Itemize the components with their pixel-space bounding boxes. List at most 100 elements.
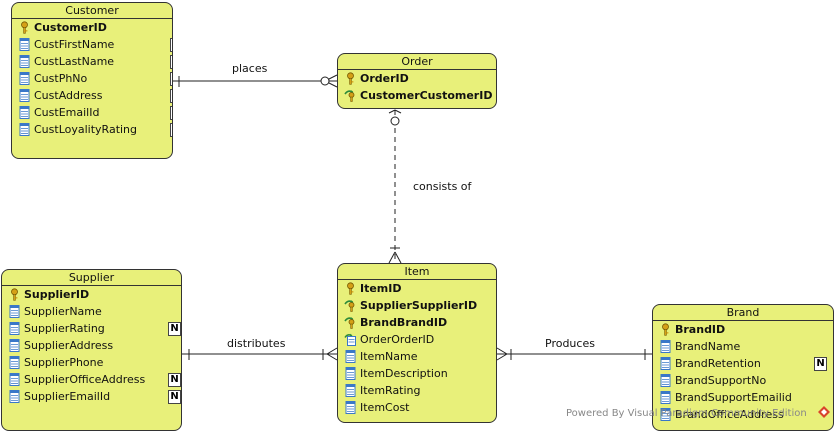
entity-column-row[interactable]: OrderOrderID (338, 331, 496, 348)
primary-key-icon (21, 21, 28, 34)
column-name: BrandSupportEmailid (675, 391, 792, 404)
entity-column-row[interactable]: SupplierName (2, 303, 181, 320)
column-icon (19, 38, 30, 51)
column-icon (9, 339, 20, 352)
column-name: CustLastName (34, 55, 115, 68)
column-name: BrandRetention (675, 357, 761, 370)
column-icon (660, 374, 671, 387)
entity-column-row[interactable]: BrandName (653, 338, 833, 355)
entity-column-row[interactable]: SupplierSupplierID (338, 297, 496, 314)
entity-title: Brand (653, 305, 833, 321)
column-name: CustEmailId (34, 106, 100, 119)
column-name: OrderOrderID (360, 333, 435, 346)
column-name: SupplierOfficeAddress (24, 373, 146, 386)
entity-column-row[interactable]: BrandRetention N (653, 355, 833, 372)
nullable-badge: N (170, 55, 172, 69)
column-list: CustomerIDCustFirstNameNCustLastNameNCus… (12, 19, 172, 138)
column-name: BrandSupportNo (675, 374, 767, 387)
column-name: ItemDescription (360, 367, 448, 380)
entity-column-row[interactable]: ItemDescription (338, 365, 496, 382)
column-name: BrandID (675, 323, 726, 336)
column-name: CustLoyalityRating (34, 123, 138, 136)
column-name: CustomerID (34, 21, 107, 34)
column-icon (660, 357, 671, 370)
nullable-badge: N (168, 322, 181, 336)
column-name: SupplierID (24, 288, 90, 301)
column-name: CustFirstName (34, 38, 115, 51)
column-icon (660, 408, 671, 421)
powered-by-footer: Powered By Visual Paradigm Community Edi… (566, 408, 807, 419)
column-name: SupplierRating (24, 322, 105, 335)
entity-title: Customer (12, 3, 172, 19)
nullable-badge: N (170, 89, 172, 103)
column-name: BrandBrandID (360, 316, 448, 329)
entity-column-row[interactable]: SupplierPhone (2, 354, 181, 371)
column-icon (9, 305, 20, 318)
entity-column-row[interactable]: BrandBrandID (338, 314, 496, 331)
column-name: SupplierEmailId (24, 390, 111, 403)
primary-key-icon (347, 282, 354, 295)
entity-column-row[interactable]: SupplierRating N (2, 320, 181, 337)
nullable-badge: N (170, 38, 172, 52)
column-icon (660, 340, 671, 353)
column-name: BrandName (675, 340, 741, 353)
column-name: CustomerCustomerID (360, 89, 493, 102)
column-icon (9, 373, 20, 386)
column-name: OrderID (360, 72, 409, 85)
nullable-badge: N (170, 123, 172, 137)
column-name: ItemRating (360, 384, 421, 397)
column-icon (9, 390, 20, 403)
column-icon (660, 391, 671, 404)
entity-column-row[interactable]: SupplierAddress (2, 337, 181, 354)
column-icon (345, 367, 356, 380)
entity-column-row[interactable]: ItemName (338, 348, 496, 365)
entity-column-row[interactable]: BrandSupportEmailid (653, 389, 833, 406)
column-list: OrderID CustomerCustomerID (338, 70, 496, 104)
entity-column-row[interactable]: CustLoyalityRating N (12, 121, 172, 138)
foreign-key-icon (344, 90, 355, 102)
column-name: SupplierSupplierID (360, 299, 478, 312)
column-icon (19, 106, 30, 119)
entity-column-row[interactable]: CustomerCustomerID (338, 87, 496, 104)
entity-order[interactable]: Order OrderID CustomerCustomerID (337, 53, 497, 109)
entity-column-row[interactable]: ItemRating (338, 382, 496, 399)
entity-column-row[interactable]: CustEmailIdN (12, 104, 172, 121)
entity-column-row[interactable]: BrandID (653, 321, 833, 338)
column-icon (345, 384, 356, 397)
column-name: CustAddress (34, 89, 103, 102)
foreign-column-icon (344, 333, 356, 346)
places-label: places (232, 62, 268, 75)
column-icon (19, 55, 30, 68)
entity-title: Order (338, 54, 496, 70)
entity-column-row[interactable]: ItemID (338, 280, 496, 297)
entity-column-row[interactable]: CustLastName N (12, 53, 172, 70)
entity-customer[interactable]: Customer CustomerIDCustFirstNameNCustLas… (11, 2, 173, 159)
entity-column-row[interactable]: ItemCost (338, 399, 496, 416)
entity-title: Supplier (2, 270, 181, 286)
entity-column-row[interactable]: CustomerID (12, 19, 172, 36)
column-name: ItemName (360, 350, 418, 363)
entity-column-row[interactable]: CustAddress N (12, 87, 172, 104)
column-name: ItemCost (360, 401, 410, 414)
primary-key-icon (347, 72, 354, 85)
column-icon (19, 72, 30, 85)
foreign-key-icon (344, 300, 355, 312)
entity-column-row[interactable]: CustFirstName N (12, 36, 172, 53)
column-icon (345, 401, 356, 414)
column-name: SupplierAddress (24, 339, 114, 352)
entity-column-row[interactable]: CustPhNoN (12, 70, 172, 87)
entity-column-row[interactable]: BrandOfficeAddress (653, 406, 833, 423)
column-name: SupplierName (24, 305, 102, 318)
entity-column-row[interactable]: OrderID (338, 70, 496, 87)
nullable-badge: N (814, 357, 827, 371)
entity-column-row[interactable]: BrandSupportNo (653, 372, 833, 389)
column-icon (19, 89, 30, 102)
entity-column-row[interactable]: SupplierID (2, 286, 181, 303)
